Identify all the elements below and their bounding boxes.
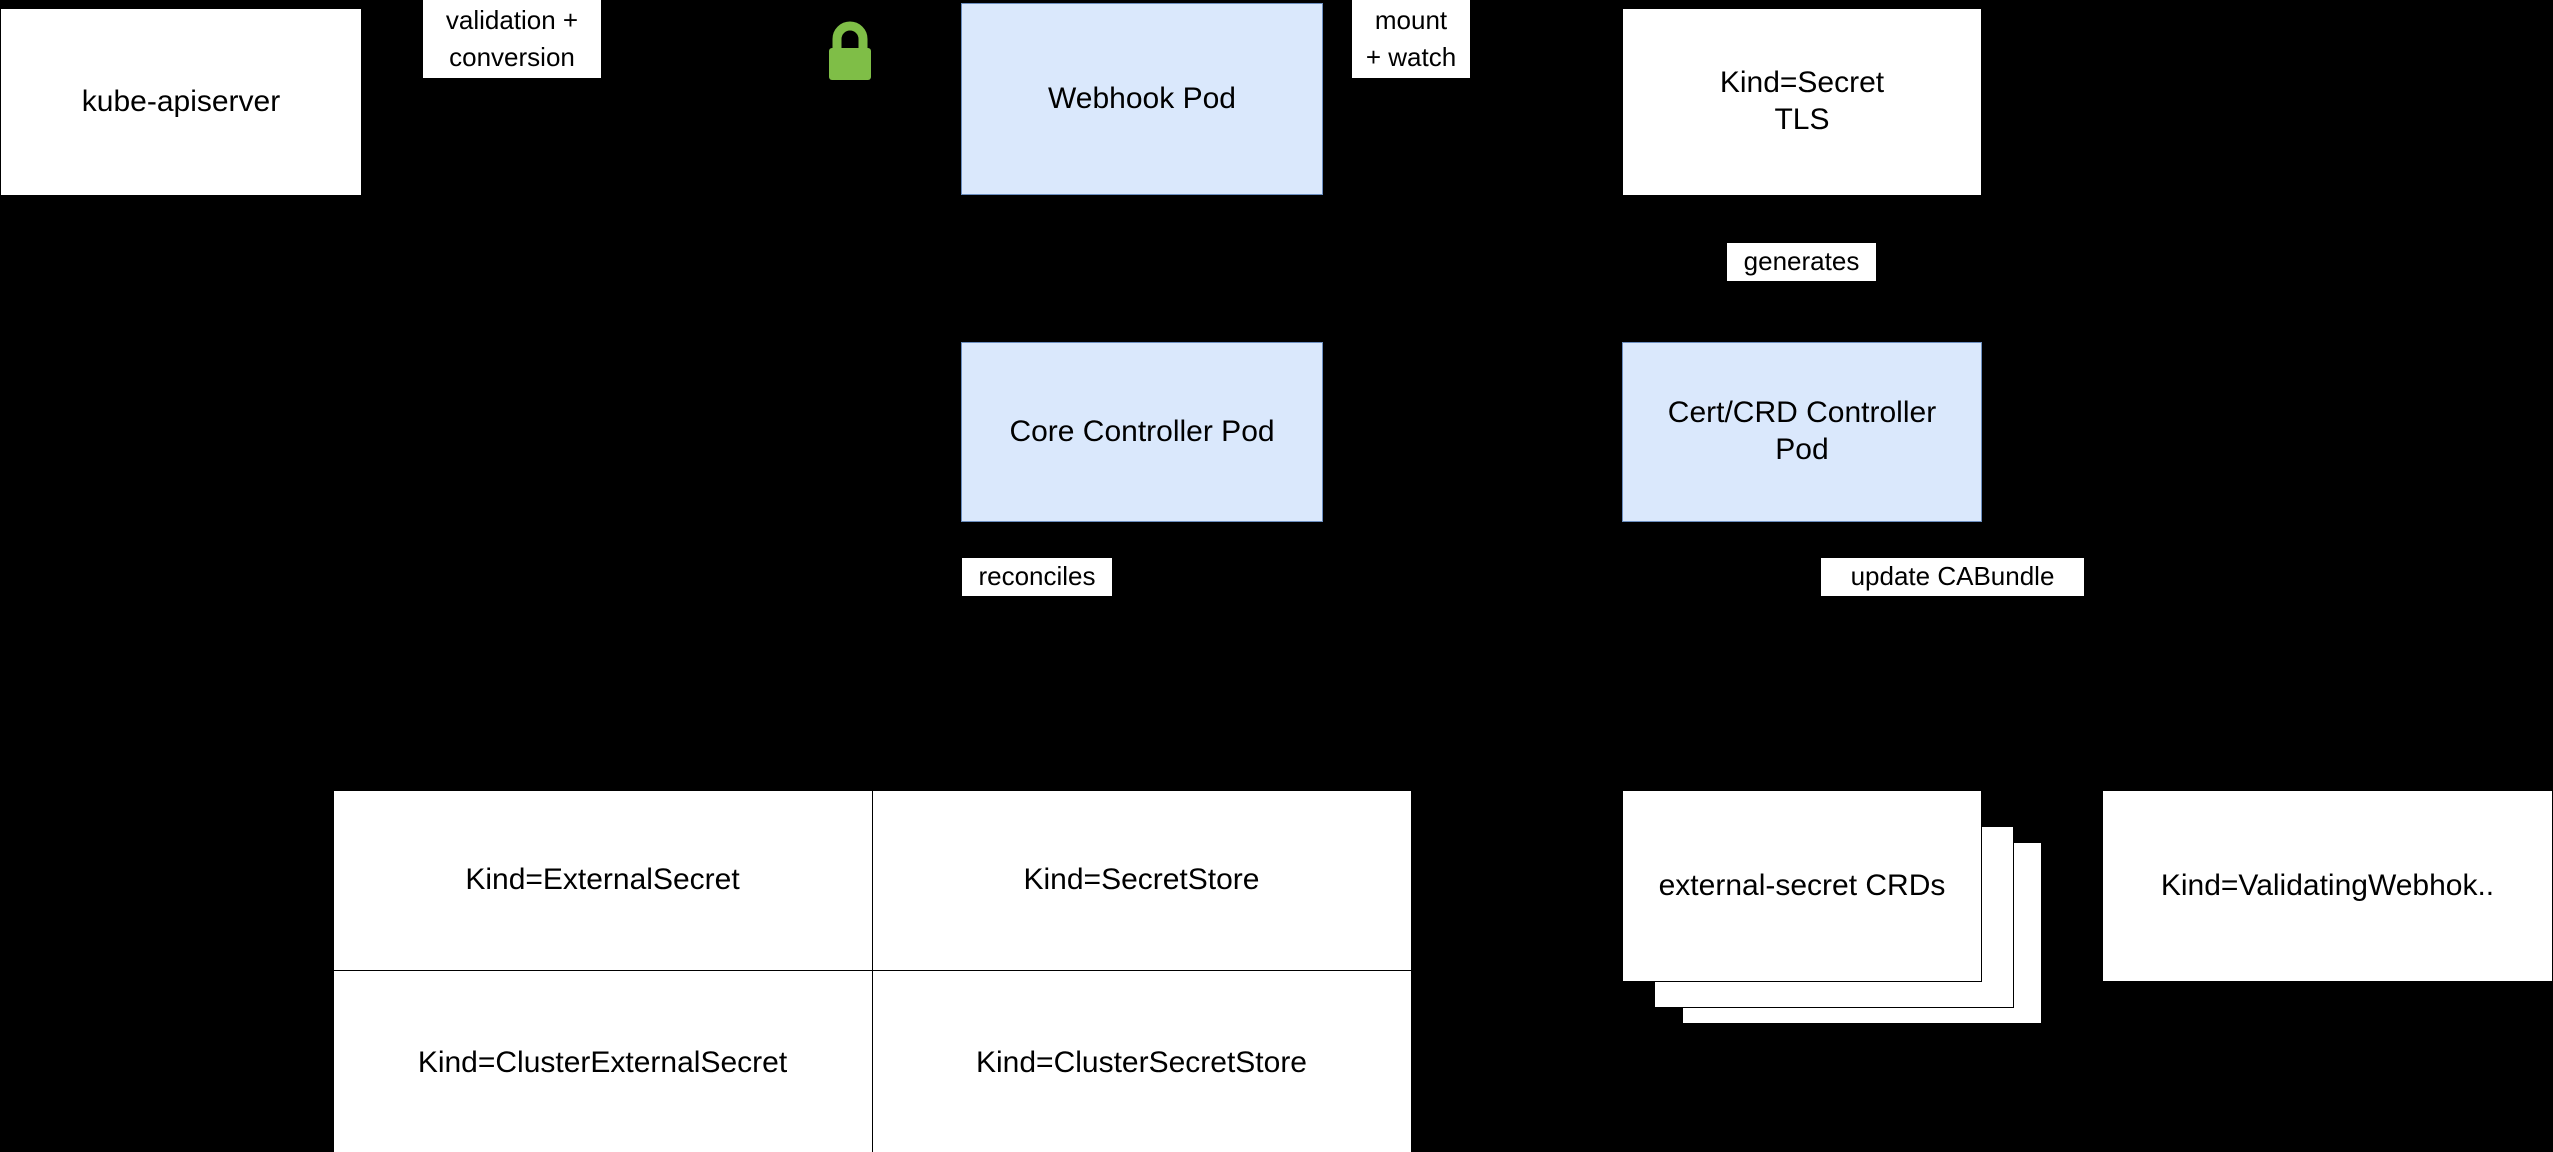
kinds-cell-external-secret-label: Kind=ExternalSecret: [465, 863, 740, 896]
edge-label-mount-watch: mount + watch: [1352, 0, 1470, 78]
kinds-grid: Kind=ExternalSecret Kind=SecretStore Kin…: [332, 789, 1412, 1152]
edge-label-generates-text: generates: [1743, 246, 1860, 277]
connector-cert-to-crds: [1800, 520, 1802, 790]
edge-label-update-cabundle: update CABundle: [1821, 558, 2084, 596]
kinds-cell-cluster-secret-store[interactable]: Kind=ClusterSecretStore: [871, 969, 1412, 1152]
kinds-cell-cluster-secret-store-label: Kind=ClusterSecretStore: [976, 1046, 1307, 1079]
node-kind-secret-tls[interactable]: Kind=Secret TLS: [1622, 8, 1982, 196]
edge-label-update-cabundle-text: update CABundle: [1850, 561, 2055, 592]
node-cert-crd-controller-pod[interactable]: Cert/CRD Controller Pod: [1622, 342, 1982, 522]
kinds-cell-secret-store-label: Kind=SecretStore: [1023, 863, 1260, 896]
edge-label-reconciles-text: reconciles: [978, 561, 1096, 592]
node-kind-validating-webhook-label: Kind=ValidatingWebhok..: [2160, 868, 2495, 902]
kinds-cell-cluster-external-secret-label: Kind=ClusterExternalSecret: [417, 1046, 788, 1079]
kinds-cell-cluster-external-secret[interactable]: Kind=ClusterExternalSecret: [332, 969, 873, 1152]
edge-label-validation-conversion-text: validation + conversion: [445, 4, 579, 72]
kinds-cell-secret-store[interactable]: Kind=SecretStore: [871, 789, 1412, 971]
kinds-cell-external-secret[interactable]: Kind=ExternalSecret: [332, 789, 873, 971]
lock-icon: [815, 17, 885, 87]
node-kube-apiserver-label: kube-apiserver: [81, 84, 281, 118]
edge-label-validation-conversion: validation + conversion: [423, 0, 601, 78]
node-external-secret-crds[interactable]: external-secret CRDs: [1622, 790, 1982, 982]
connector-core-to-kinds: [1140, 520, 1142, 790]
node-webhook-pod-label: Webhook Pod: [1048, 81, 1236, 115]
connector-apiserver-to-webhook: [362, 99, 962, 101]
node-kind-secret-tls-label: Kind=Secret TLS: [1719, 66, 1885, 136]
edge-label-mount-watch-text: mount + watch: [1365, 4, 1457, 72]
node-webhook-pod[interactable]: Webhook Pod: [961, 3, 1323, 195]
connector-webhook-to-secret: [1322, 99, 1622, 101]
node-kube-apiserver[interactable]: kube-apiserver: [0, 8, 362, 196]
node-core-controller-pod[interactable]: Core Controller Pod: [961, 342, 1323, 522]
node-cert-crd-controller-pod-label: Cert/CRD Controller Pod: [1667, 396, 1937, 466]
edge-label-generates: generates: [1727, 243, 1876, 281]
node-core-controller-pod-label: Core Controller Pod: [1009, 414, 1275, 448]
node-external-secret-crds-label: external-secret CRDs: [1658, 868, 1946, 902]
node-kind-validating-webhook[interactable]: Kind=ValidatingWebhok..: [2102, 790, 2553, 982]
edge-label-reconciles: reconciles: [962, 558, 1112, 596]
